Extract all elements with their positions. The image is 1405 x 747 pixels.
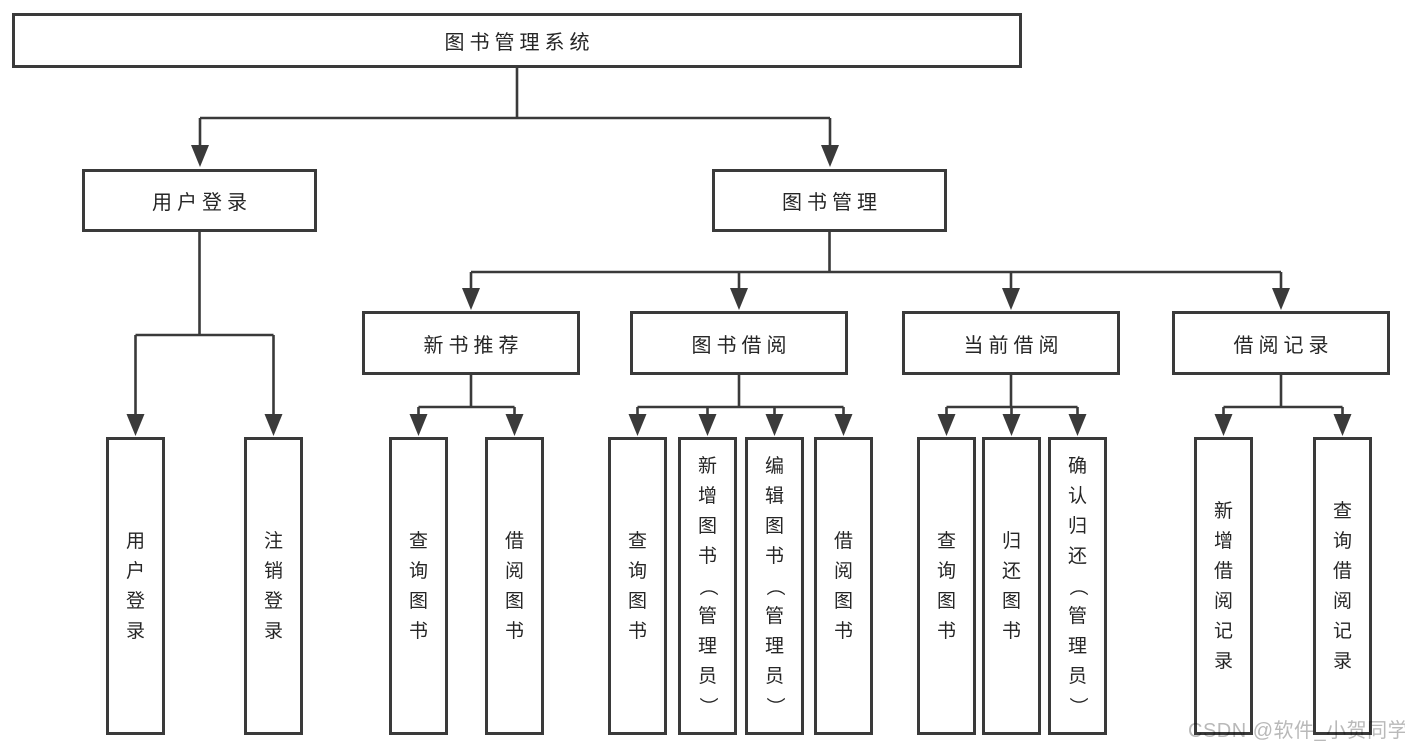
node-current-borrow-label: 当前借阅 (963, 334, 1064, 357)
leaf-add-borrow-record-label: 新增借阅记录 (1213, 500, 1233, 672)
node-book-management-label: 图书管理 (782, 192, 882, 214)
leaf-query-books-recommend-label: 查询图书 (408, 530, 428, 642)
leaf-edit-book-admin: 编辑图书（管理员） (745, 437, 804, 735)
csdn-watermark: CSDN @软件_小贺同学 (1188, 720, 1405, 742)
leaf-query-books-recommend: 查询图书 (389, 437, 448, 735)
leaf-add-book-admin: 新增图书（管理员） (678, 437, 737, 735)
node-new-book-recommend-label: 新书推荐 (423, 334, 524, 357)
leaf-user-login: 用户登录 (106, 437, 165, 735)
leaf-user-login-label: 用户登录 (125, 530, 145, 642)
leaf-query-books-current: 查询图书 (917, 437, 976, 735)
node-book-borrow: 图书借阅 (630, 311, 848, 375)
leaf-query-borrow-record-label: 查询借阅记录 (1332, 500, 1352, 672)
node-book-management: 图书管理 (712, 169, 947, 232)
node-user-login: 用户登录 (82, 169, 317, 232)
leaf-query-books-borrow: 查询图书 (608, 437, 667, 735)
leaf-return-book: 归还图书 (982, 437, 1041, 735)
leaf-confirm-return-admin-label: 确认归还（管理员） (1066, 455, 1088, 716)
leaf-query-borrow-record: 查询借阅记录 (1313, 437, 1372, 735)
leaf-logout-label: 注销登录 (263, 530, 283, 642)
leaf-edit-book-admin-label: 编辑图书（管理员） (763, 455, 785, 716)
leaf-borrow-books: 借阅图书 (814, 437, 873, 735)
node-book-borrow-label: 图书借阅 (691, 334, 792, 357)
node-library-system-label: 图书管理系统 (444, 32, 595, 54)
leaf-confirm-return-admin: 确认归还（管理员） (1048, 437, 1107, 735)
leaf-borrow-books-recommend: 借阅图书 (485, 437, 544, 735)
node-current-borrow: 当前借阅 (902, 311, 1120, 375)
node-borrow-records: 借阅记录 (1172, 311, 1390, 375)
leaf-query-books-borrow-label: 查询图书 (627, 530, 647, 642)
node-new-book-recommend: 新书推荐 (362, 311, 580, 375)
node-user-login-label: 用户登录 (152, 192, 252, 214)
leaf-logout: 注销登录 (244, 437, 303, 735)
leaf-add-book-admin-label: 新增图书（管理员） (696, 455, 718, 716)
leaf-query-books-current-label: 查询图书 (936, 530, 956, 642)
node-library-system: 图书管理系统 (12, 13, 1022, 68)
node-borrow-records-label: 借阅记录 (1233, 334, 1334, 357)
leaf-borrow-books-label: 借阅图书 (833, 530, 853, 642)
leaf-return-book-label: 归还图书 (1001, 530, 1021, 642)
leaf-borrow-books-recommend-label: 借阅图书 (504, 530, 524, 642)
leaf-add-borrow-record: 新增借阅记录 (1194, 437, 1253, 735)
